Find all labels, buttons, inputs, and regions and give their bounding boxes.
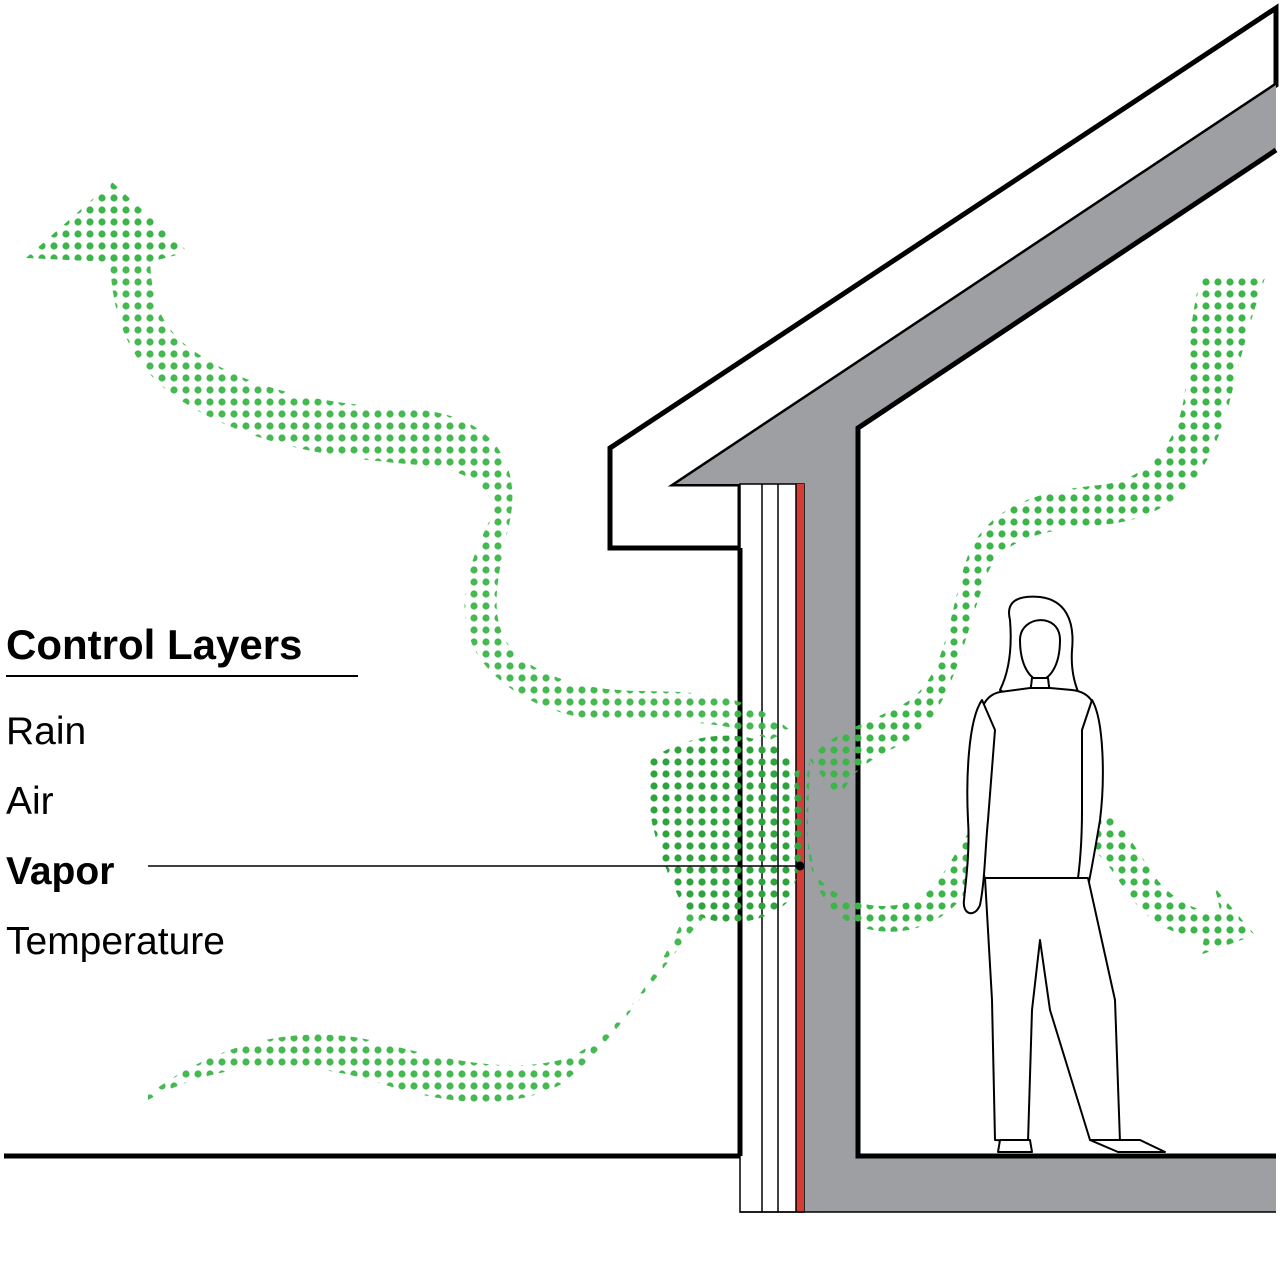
vapor-leader-dot — [795, 861, 805, 871]
wall-structure — [804, 484, 858, 1212]
legend-item-vapor: Vapor — [6, 850, 115, 893]
wall-vapor-crossing — [647, 735, 804, 923]
control-layers-legend: Control Layers Rain Air Vapor Temperatur… — [6, 615, 366, 977]
outdoor-vapor-flow — [148, 740, 800, 1102]
legend-item-rain: Rain — [6, 710, 87, 753]
legend-item-temperature: Temperature — [6, 920, 225, 963]
floor-slab — [858, 1156, 1276, 1212]
interior-outline — [855, 147, 1278, 1159]
legend-item-air: Air — [6, 780, 54, 823]
person-outline-icon — [962, 595, 1166, 1153]
indoor-vapor-flow-upper — [810, 278, 1265, 800]
roof-structure — [676, 85, 1276, 484]
legend-title-underline — [6, 675, 358, 677]
indoor-vapor-flow-lower — [804, 760, 1255, 955]
arrow-icon — [26, 182, 188, 268]
legend-title: Control Layers — [6, 621, 303, 668]
